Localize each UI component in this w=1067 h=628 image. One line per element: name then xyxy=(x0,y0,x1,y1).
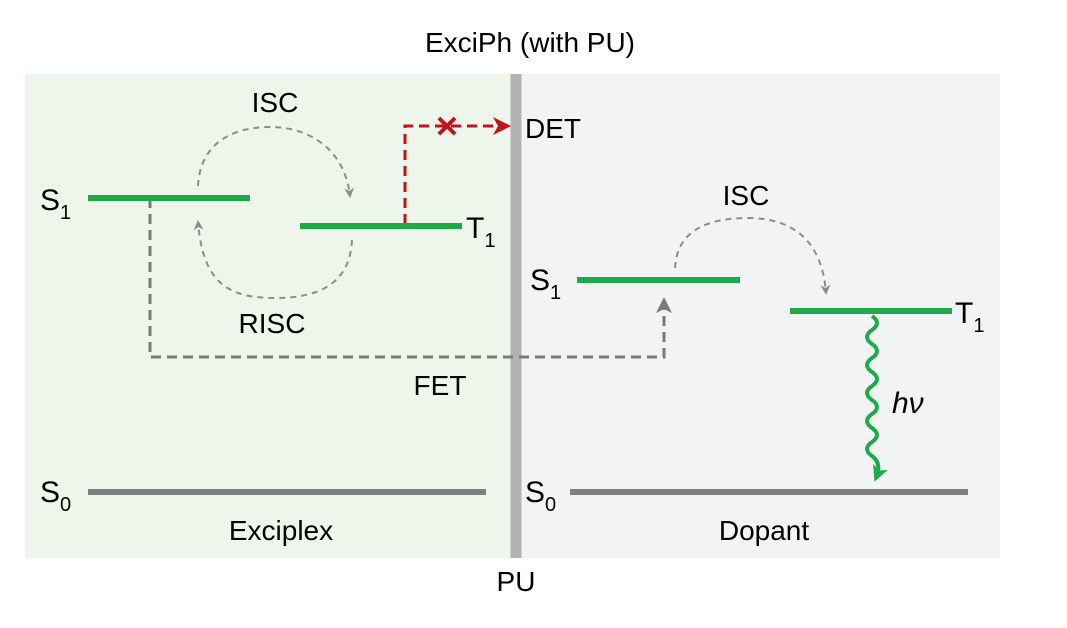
dopant-panel xyxy=(517,74,1000,558)
det-arrow xyxy=(403,117,511,224)
pu-label: PU xyxy=(497,566,536,597)
exciplex-s1-label: S1 xyxy=(40,184,71,224)
fet-label: FET xyxy=(414,370,467,401)
exciplex-isc-arrow xyxy=(197,125,355,198)
dopant-label: Dopant xyxy=(719,515,810,546)
exciplex-label: Exciplex xyxy=(229,515,333,546)
dopant-s1-label: S1 xyxy=(530,264,561,304)
fet-arrow xyxy=(148,198,672,359)
exciplex-t1-label: T1 xyxy=(466,212,495,252)
exciplex-s0-label: S0 xyxy=(40,476,71,516)
dopant-t1-label: T1 xyxy=(955,297,984,337)
exciplex-panel xyxy=(25,74,517,558)
diagram-title: ExciPh (with PU) xyxy=(425,27,635,58)
dopant-isc-label: ISC xyxy=(723,180,770,211)
exciplex-isc-label: ISC xyxy=(252,87,299,118)
det-label: DET xyxy=(525,113,581,144)
dopant-isc-arrow xyxy=(674,216,831,295)
exciplex-risc-label: RISC xyxy=(239,308,306,339)
exciplex-risc-arrow xyxy=(193,220,353,300)
det-blocked-mark: ✕ xyxy=(434,111,459,144)
dopant-s0-label: S0 xyxy=(525,476,556,516)
emission-arrow xyxy=(865,314,888,482)
emission-label: hν xyxy=(892,387,924,420)
